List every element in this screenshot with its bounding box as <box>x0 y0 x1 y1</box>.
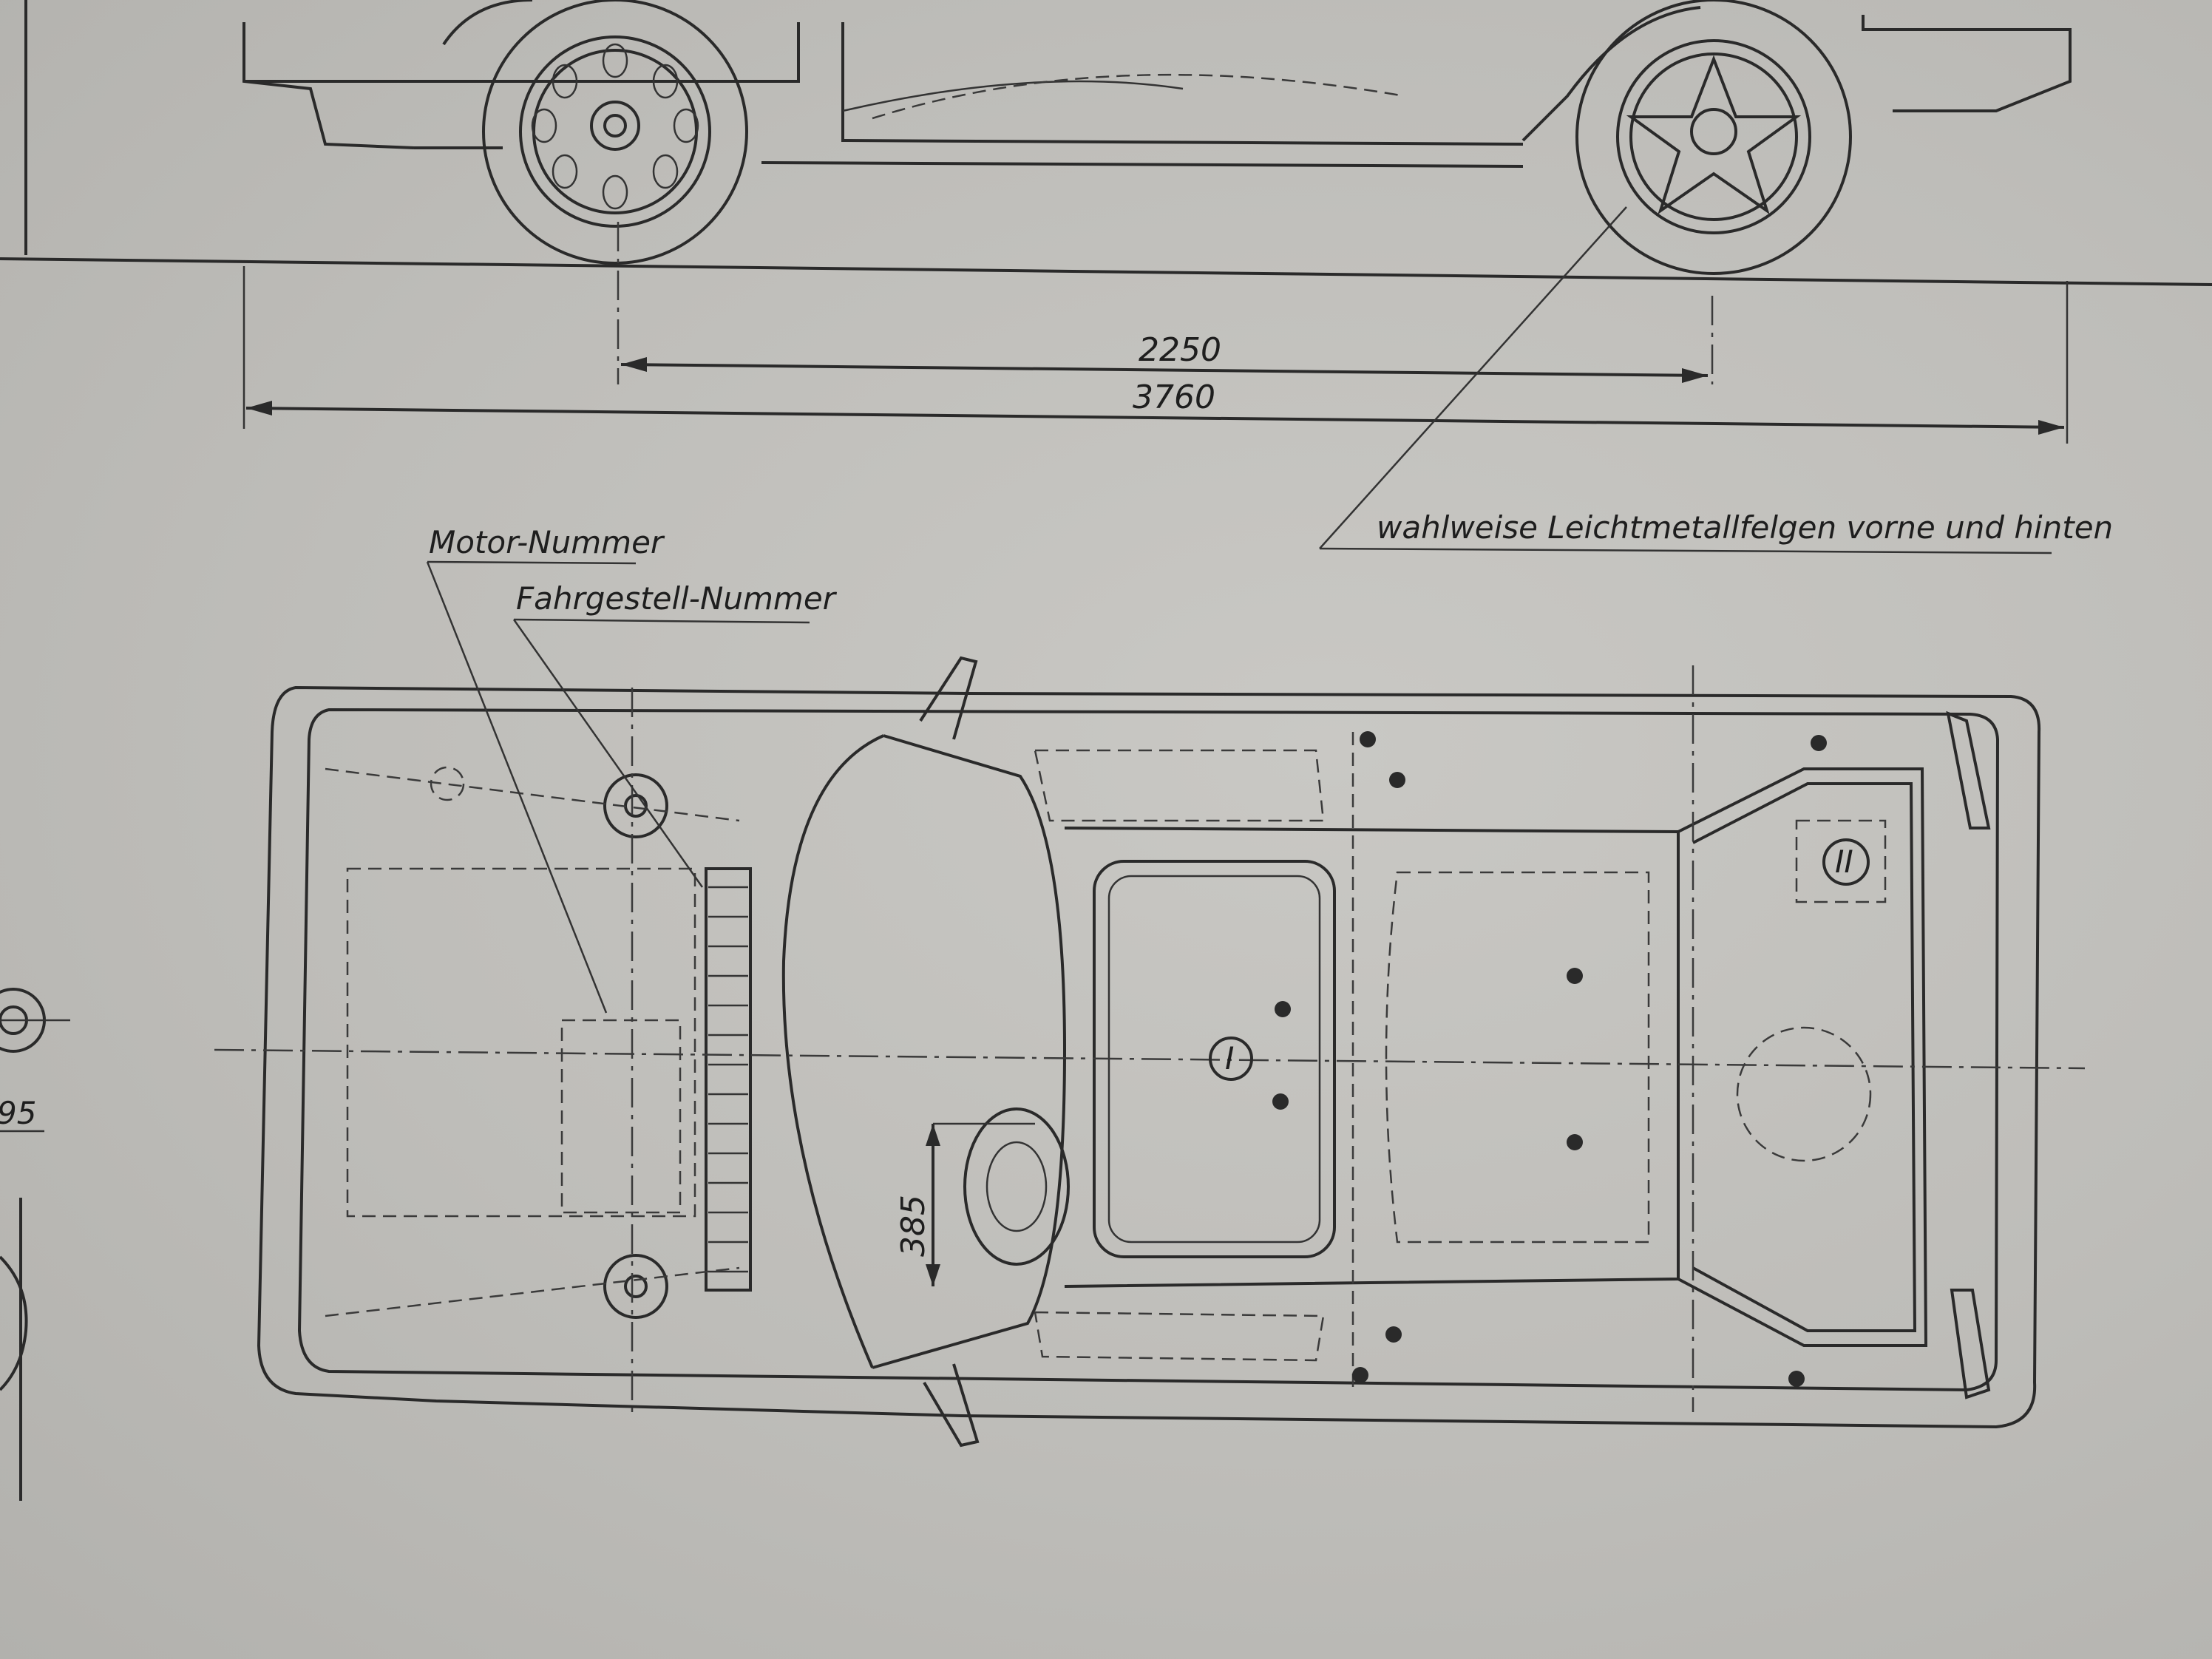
length-arrow-left <box>246 401 272 415</box>
rear-wheel-arch <box>1521 6 1701 142</box>
door-bottom <box>841 22 1524 146</box>
track-offset-label: 385 <box>895 1195 932 1257</box>
battery-box <box>1795 819 1887 903</box>
side-view: 2250 3760 wahlweise Leichtmetallfelgen v… <box>0 0 2212 554</box>
front-left-strut <box>603 773 668 838</box>
top-view: I II 385 Motor-Nummer Fahrgestell-Nummer… <box>0 524 2086 1501</box>
alloy-wheels-note: wahlweise Leichtmetallfelgen vorne und h… <box>1377 509 2113 546</box>
left-mirror <box>919 656 978 740</box>
motor-number-leader <box>426 561 608 1014</box>
rear-bumper <box>1862 15 2072 112</box>
front-seat-right <box>1034 1311 1325 1362</box>
front-bumper <box>242 22 415 149</box>
rear-hatch <box>1677 767 1928 1347</box>
inner-body-line <box>297 708 2000 1392</box>
motor-number-underline <box>427 560 637 565</box>
steering-wheel <box>963 1107 1070 1266</box>
wheelbase-label: 2250 <box>1139 331 1221 369</box>
marker-two-circle <box>1822 838 1870 886</box>
rear-alloy-wheel <box>1575 0 1852 275</box>
ground-line <box>0 257 2212 286</box>
roof-outline <box>1064 827 1680 1288</box>
left-edge-wheel-fragment <box>0 1255 28 1391</box>
rear-bench <box>1385 871 1650 1244</box>
radiator-fins <box>708 886 748 1273</box>
sill-line <box>244 22 800 83</box>
radiator <box>705 867 752 1292</box>
rocker-panel <box>761 161 1524 168</box>
body-outline <box>257 685 2041 1429</box>
spare-wheel <box>1736 1026 1872 1162</box>
wheelbase-dimension-line <box>620 363 1709 377</box>
marker-one-circle <box>1209 1037 1253 1081</box>
front-wheel-arch <box>442 0 533 46</box>
front-subframe <box>325 767 740 1317</box>
rear-light-left <box>1946 710 1991 830</box>
brake-reservoir <box>430 766 465 801</box>
rear-light-right <box>1950 1289 1991 1400</box>
bonnet-rear-edge <box>781 734 884 1368</box>
chassis-number-label: Fahrgestell-Nummer <box>516 580 838 617</box>
front-wheel <box>482 0 748 265</box>
marker-one: I <box>1225 1040 1234 1076</box>
right-mirror <box>923 1363 980 1448</box>
front-right-strut <box>603 1254 668 1319</box>
longitudinal-centerline <box>214 1048 2086 1070</box>
fixing-points <box>1272 731 1827 1387</box>
alloy-note-leader <box>1319 206 1627 549</box>
rear-hatch-inner <box>1692 782 1917 1332</box>
windscreen <box>872 734 1067 1369</box>
motor-number-label: Motor-Nummer <box>429 524 665 560</box>
chassis-number-underline <box>513 618 810 624</box>
wheelbase-arrow-right <box>1682 368 1708 383</box>
wheelbase-arrow-left <box>621 357 647 372</box>
chassis-number-leader <box>512 619 704 888</box>
length-dimension-line <box>245 407 2065 429</box>
front-seat-left <box>1034 749 1325 822</box>
alloy-note-underline <box>1319 547 2052 554</box>
inner-structure <box>872 73 1405 120</box>
door-dashes <box>842 80 1184 112</box>
marker-two: II <box>1835 844 1853 880</box>
gearbox <box>560 1019 682 1214</box>
engine-block <box>346 867 696 1218</box>
edge-dimension-fragment: 95 <box>0 1095 36 1131</box>
overall-length-label: 3760 <box>1133 379 1215 416</box>
length-arrow-right <box>2038 420 2064 435</box>
